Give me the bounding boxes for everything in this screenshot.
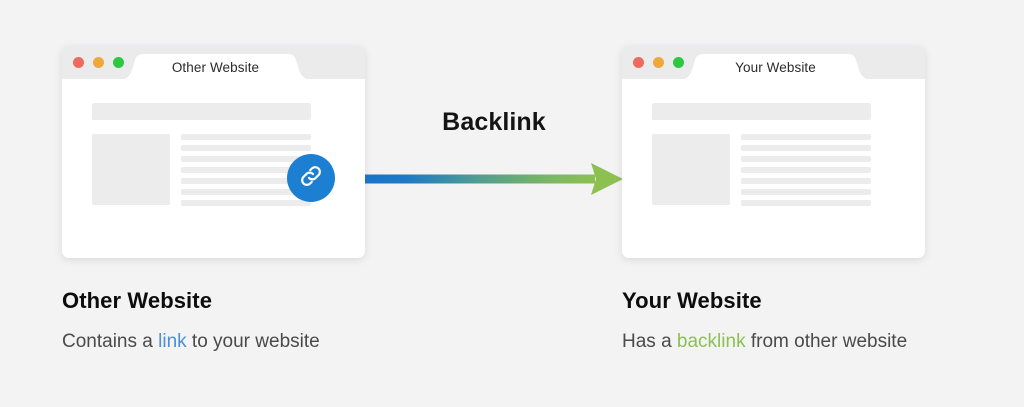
browser-tab-other-website[interactable]: Other Website xyxy=(119,54,312,80)
minimize-dot-icon[interactable] xyxy=(653,57,664,68)
caption-sub-before: Contains a xyxy=(62,331,159,352)
caption-title: Other Website xyxy=(62,288,213,313)
skeleton-text-block xyxy=(181,134,311,211)
browser-viewport xyxy=(62,79,365,258)
caption-sub-after: to your website xyxy=(186,331,320,352)
skeleton-text-line xyxy=(741,178,871,184)
caption-sub-after: from other website xyxy=(745,331,908,352)
caption-sub-before: Has a xyxy=(622,331,677,352)
browser-window-your-website: Your Website xyxy=(622,46,925,258)
skeleton-text-line xyxy=(741,167,871,173)
link-badge[interactable] xyxy=(287,154,335,202)
caption-link-highlight[interactable]: link xyxy=(158,331,187,352)
skeleton-text-line xyxy=(741,156,871,162)
skeleton-text-block xyxy=(741,134,871,211)
skeleton-text-line xyxy=(181,156,311,162)
skeleton-text-line xyxy=(181,189,311,195)
caption-title: Your Website xyxy=(622,288,762,313)
close-dot-icon[interactable] xyxy=(73,57,84,68)
skeleton-text-line xyxy=(181,134,311,140)
browser-tab-your-website[interactable]: Your Website xyxy=(679,54,872,80)
skeleton-text-line xyxy=(741,189,871,195)
skeleton-text-line xyxy=(181,145,311,151)
caption-backlink-highlight[interactable]: backlink xyxy=(676,331,746,352)
browser-chrome-bar: Your Website xyxy=(622,46,925,80)
window-controls xyxy=(633,57,684,68)
maximize-dot-icon[interactable] xyxy=(673,57,684,68)
skeleton-text-line xyxy=(741,145,871,151)
maximize-dot-icon[interactable] xyxy=(113,57,124,68)
browser-viewport xyxy=(622,79,925,258)
browser-window-other-website: Other Website xyxy=(62,46,365,258)
window-controls xyxy=(73,57,124,68)
skeleton-text-line xyxy=(181,178,311,184)
minimize-dot-icon[interactable] xyxy=(93,57,104,68)
caption-subtitle: Has a backlink from other website xyxy=(622,330,907,353)
skeleton-text-line xyxy=(181,167,311,173)
browser-tab-label: Your Website xyxy=(735,60,816,75)
caption-subtitle: Contains a link to your website xyxy=(62,330,320,353)
skeleton-text-line xyxy=(181,200,311,206)
browser-tab-label: Other Website xyxy=(171,60,260,75)
link-icon xyxy=(298,163,324,194)
skeleton-thumbnail xyxy=(652,134,730,205)
skeleton-banner xyxy=(652,103,871,120)
browser-chrome-bar: Other Website xyxy=(62,46,365,80)
skeleton-thumbnail xyxy=(92,134,170,205)
backlink-arrow xyxy=(365,160,623,200)
caption-your-website: Your Website Has a backlink from other w… xyxy=(622,288,907,353)
arrow-label: Backlink xyxy=(442,108,546,136)
skeleton-banner xyxy=(92,103,311,120)
close-dot-icon[interactable] xyxy=(633,57,644,68)
skeleton-text-line xyxy=(741,200,871,206)
caption-other-website: Other Website Contains a link to your we… xyxy=(62,288,320,353)
skeleton-text-line xyxy=(741,134,871,140)
